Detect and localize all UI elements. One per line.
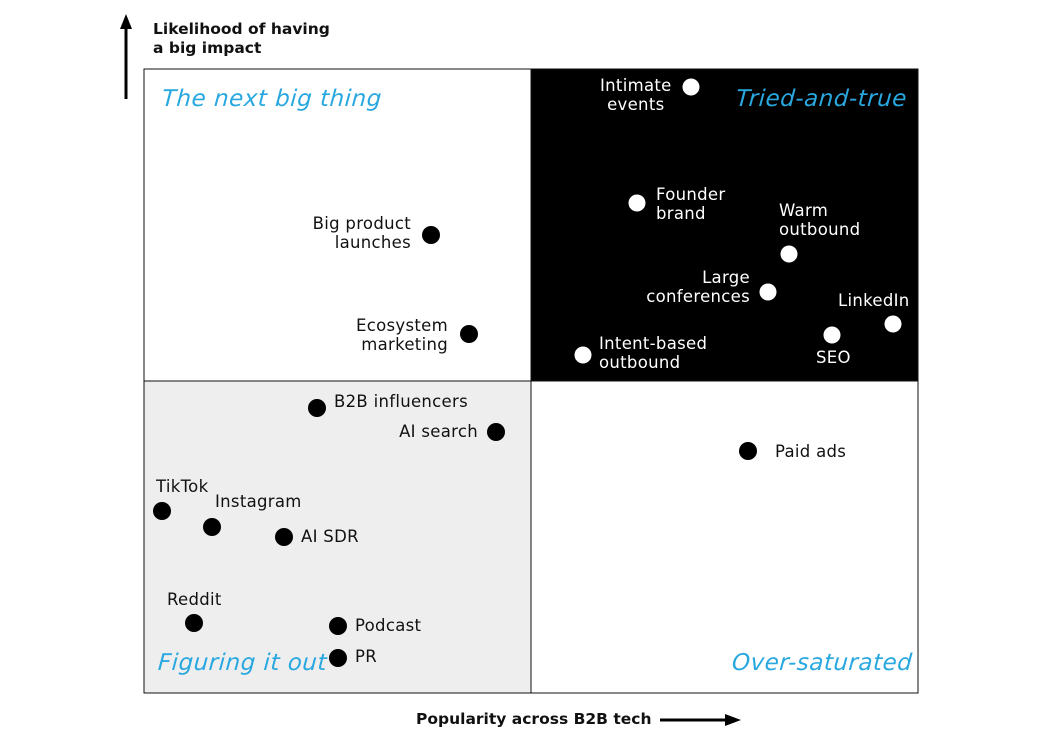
point-seo bbox=[822, 325, 842, 345]
label-podcast: Podcast bbox=[355, 616, 422, 635]
label-seo: SEO bbox=[816, 348, 851, 367]
quadrant-bottom-right bbox=[531, 381, 918, 693]
label-founder-brand: Founder brand bbox=[656, 185, 726, 223]
point-intimate-events bbox=[681, 77, 701, 97]
label-linkedin: LinkedIn bbox=[838, 291, 910, 310]
label-warm-outbound: Warm outbound bbox=[779, 201, 861, 239]
quadrant-label-over-saturated: Over-saturated bbox=[731, 650, 914, 676]
label-instagram: Instagram bbox=[215, 492, 302, 511]
quadrant-label-next-big-thing: The next big thing bbox=[161, 86, 383, 112]
quadrant-label-figuring-it-out: Figuring it out bbox=[157, 650, 328, 676]
label-ai-sdr: AI SDR bbox=[301, 527, 359, 546]
x-axis-title: Popularity across B2B tech bbox=[416, 710, 652, 728]
point-warm-outbound bbox=[779, 244, 799, 264]
point-large-conferences bbox=[758, 282, 778, 302]
label-ecosystem-marketing: Ecosystem marketing bbox=[356, 316, 448, 354]
label-b2b-influencers: B2B influencers bbox=[334, 392, 468, 411]
label-large-conferences: Large conferences bbox=[646, 268, 750, 306]
y-axis-title-line2: a big impact bbox=[153, 39, 262, 57]
label-pr: PR bbox=[355, 647, 378, 666]
point-pr bbox=[329, 649, 347, 667]
point-founder-brand bbox=[627, 193, 647, 213]
point-linkedin bbox=[883, 314, 903, 334]
quadrant-bottom-left bbox=[144, 381, 531, 693]
quadrant-label-tried-and-true: Tried-and-true bbox=[735, 86, 908, 112]
point-big-product-launches bbox=[422, 226, 440, 244]
point-tiktok bbox=[153, 502, 171, 520]
point-instagram bbox=[203, 518, 221, 536]
label-tiktok: TikTok bbox=[156, 477, 209, 496]
point-ai-search bbox=[487, 423, 505, 441]
label-ai-search: AI search bbox=[399, 422, 478, 441]
point-podcast bbox=[329, 617, 347, 635]
y-axis-title-line1: Likelihood of having bbox=[153, 20, 330, 38]
point-reddit bbox=[185, 614, 203, 632]
label-intimate-events: Intimate events bbox=[600, 76, 672, 114]
point-ecosystem-marketing bbox=[460, 325, 478, 343]
point-ai-sdr bbox=[275, 528, 293, 546]
label-intent-based-outbound: Intent-based outbound bbox=[599, 334, 708, 372]
label-reddit: Reddit bbox=[167, 590, 222, 609]
point-b2b-influencers bbox=[308, 399, 326, 417]
point-intent-based-outbound bbox=[573, 345, 593, 365]
point-paid-ads bbox=[739, 442, 757, 460]
x-axis-arrow-icon bbox=[660, 714, 741, 726]
quadrant-top-right bbox=[531, 69, 918, 381]
label-paid-ads: Paid ads bbox=[775, 442, 847, 461]
y-axis-arrow-icon bbox=[120, 14, 132, 99]
label-big-product-launches: Big product launches bbox=[312, 214, 411, 252]
y-axis-title: Likelihood of having a big impact bbox=[153, 20, 330, 58]
